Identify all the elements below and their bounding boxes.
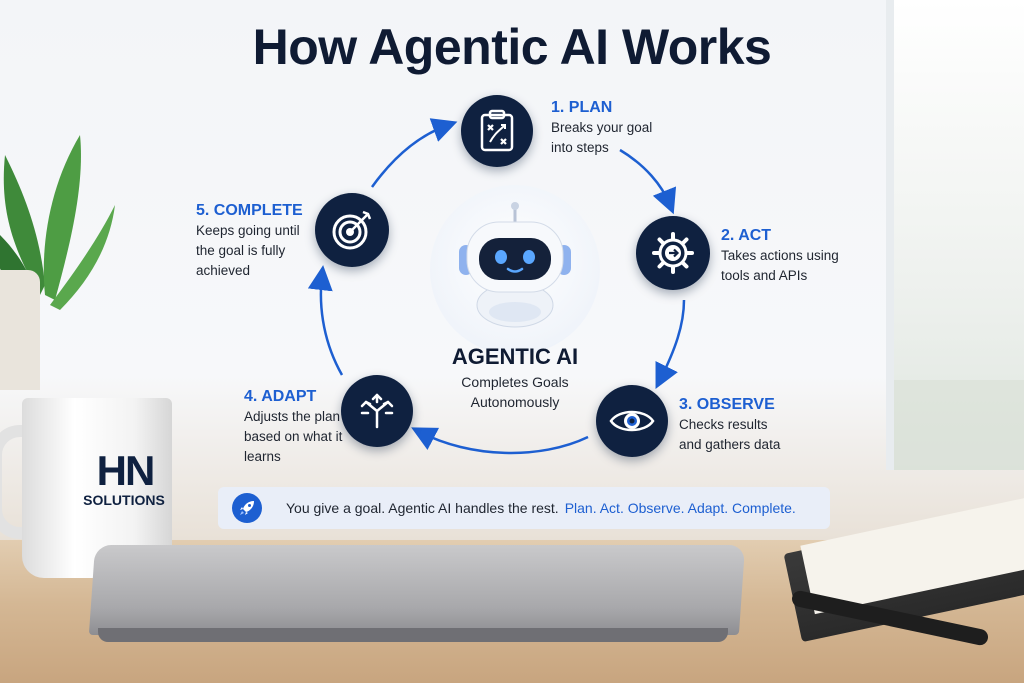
step-1-text: 1. PLAN Breaks your goal into steps	[551, 98, 652, 158]
step-4-node	[341, 375, 413, 447]
arrow-act-to-observe	[655, 299, 686, 389]
step-4-text: 4. ADAPT Adjusts the plan based on what …	[244, 387, 342, 467]
plant-pot	[0, 270, 40, 390]
banner-icon-badge	[232, 493, 262, 523]
step-5-node	[315, 193, 389, 267]
step-3-desc-line1: Checks results	[679, 417, 768, 432]
arrow-adapt-to-complete	[307, 265, 344, 376]
step-1-title: 1. PLAN	[551, 99, 613, 116]
eye-icon	[609, 410, 655, 432]
step-4-desc-line3: learns	[244, 449, 281, 464]
step-2-title: 2. ACT	[721, 227, 772, 244]
target-arrow-icon	[332, 210, 372, 250]
mug-logo-subtitle: SOLUTIONS	[83, 492, 165, 508]
banner-highlight: Plan. Act. Observe. Adapt. Complete.	[564, 500, 796, 516]
closed-laptop	[88, 545, 746, 635]
step-2-desc-line2: tools and APIs	[721, 268, 808, 283]
step-4-desc-line1: Adjusts the plan	[244, 409, 341, 424]
gear-arrow-icon	[652, 232, 694, 274]
step-5-desc-line2: the goal is fully	[196, 243, 286, 258]
step-5-desc-line1: Keeps going until	[196, 223, 300, 238]
step-5-title: 5. COMPLETE	[196, 202, 303, 219]
step-5-desc-line3: achieved	[196, 263, 251, 278]
summary-banner: You give a goal. Agentic AI handles the …	[218, 487, 830, 529]
step-2-node	[636, 216, 710, 290]
clipboard-strategy-icon	[480, 109, 514, 152]
step-2-text: 2. ACT Takes actions using tools and API…	[721, 226, 839, 286]
step-1-desc-line1: Breaks your goal	[551, 120, 653, 135]
step-3-text: 3. OBSERVE Checks results and gathers da…	[679, 395, 780, 455]
step-3-desc-line2: and gathers data	[679, 437, 781, 452]
robot-icon	[459, 202, 571, 328]
step-3-title: 3. OBSERVE	[679, 396, 775, 413]
step-5-text: 5. COMPLETE Keeps going until the goal i…	[196, 201, 303, 281]
step-1-node	[461, 95, 533, 167]
step-1-desc-line2: into steps	[551, 140, 609, 155]
step-2-desc-line1: Takes actions using	[721, 248, 839, 263]
laptop-base	[98, 628, 728, 642]
arrow-plan-to-act	[619, 148, 677, 215]
multi-direction-arrows-icon	[360, 393, 394, 429]
banner-text: You give a goal. Agentic AI handles the …	[286, 500, 559, 516]
core-subtitle-line2: Autonomously	[470, 394, 560, 410]
arrow-complete-to-plan	[370, 118, 458, 188]
mug-logo: HN	[96, 447, 156, 494]
step-4-desc-line2: based on what it	[244, 429, 343, 444]
background-window-frame	[894, 380, 1024, 470]
page-title: How Agentic AI Works	[252, 19, 772, 75]
step-4-title: 4. ADAPT	[244, 388, 317, 405]
core-subtitle: Completes Goals Autonomously	[395, 372, 635, 412]
core-title: AGENTIC AI	[451, 344, 579, 369]
core-subtitle-line1: Completes Goals	[461, 374, 569, 390]
arrow-observe-to-adapt	[411, 427, 589, 455]
rocket-icon	[240, 501, 254, 515]
step-3-node	[596, 385, 668, 457]
